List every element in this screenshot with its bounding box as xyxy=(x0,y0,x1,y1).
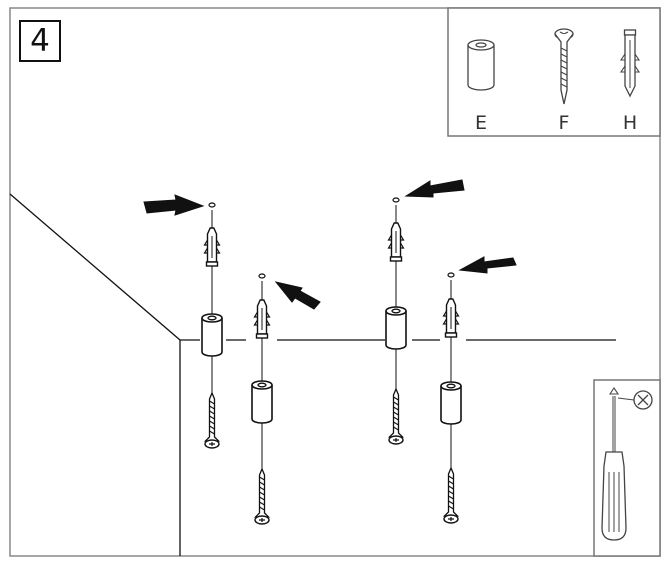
arrow-4 xyxy=(458,256,517,274)
assembly-column-4 xyxy=(440,272,462,524)
assembly-column-1 xyxy=(201,202,223,449)
wall-plug xyxy=(203,227,221,267)
wall-plug xyxy=(387,222,405,262)
spacer-sleeve xyxy=(201,313,223,357)
part-label-e: E xyxy=(474,112,487,134)
drill-hole-marker xyxy=(208,202,216,208)
arrow-2 xyxy=(274,281,321,310)
parts-legend xyxy=(447,7,661,137)
step-number: 4 xyxy=(19,20,61,62)
wall-outline xyxy=(9,193,616,556)
drill-hole-marker xyxy=(392,197,400,203)
wood-screw xyxy=(443,467,459,524)
wall-plug-icon xyxy=(619,29,641,98)
pointer-arrows xyxy=(143,179,517,310)
arrow-1 xyxy=(143,194,205,216)
assembly-column-2 xyxy=(251,273,273,525)
wood-screw xyxy=(254,468,270,525)
spacer-sleeve xyxy=(440,381,462,425)
spacer-sleeve xyxy=(385,306,407,350)
assembly-column-3 xyxy=(385,197,407,445)
part-label-h: H xyxy=(622,112,638,134)
arrow-3 xyxy=(404,179,465,198)
spacer-sleeve-icon xyxy=(467,39,495,91)
phillips-screwdriver-icon xyxy=(601,387,627,541)
phillips-head-icon xyxy=(633,390,653,410)
wood-screw xyxy=(204,392,220,449)
spacer-sleeve xyxy=(251,380,273,424)
drill-hole-marker xyxy=(447,272,455,278)
wood-screw xyxy=(388,388,404,445)
tool-box xyxy=(593,379,661,557)
part-label-f: F xyxy=(558,112,570,134)
wall-plug xyxy=(442,298,460,338)
drill-hole-marker xyxy=(258,273,266,279)
wood-screw-icon xyxy=(554,28,574,105)
outer-frame xyxy=(9,7,661,557)
wall-plug xyxy=(253,299,271,339)
